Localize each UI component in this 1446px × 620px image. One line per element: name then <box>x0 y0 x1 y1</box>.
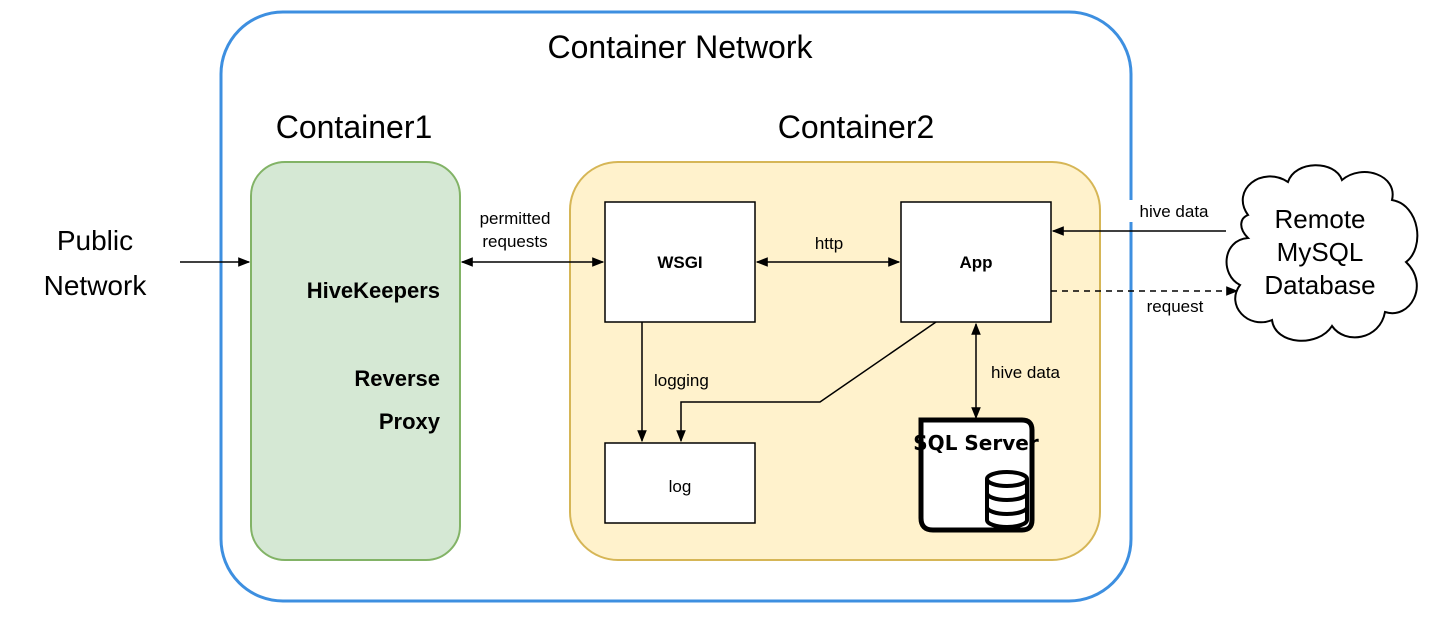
log-label: log <box>669 477 692 496</box>
remote-db-label-line3: Database <box>1264 270 1375 300</box>
wsgi-label: WSGI <box>657 253 702 272</box>
hivekeepers-label: HiveKeepers <box>307 278 440 303</box>
app-box <box>900 201 1052 323</box>
wsgi-box <box>604 201 756 323</box>
app-label: App <box>959 253 992 272</box>
reverse-proxy-label-line2: Proxy <box>379 409 441 434</box>
public-network-label-line2: Network <box>44 270 148 301</box>
database-icon <box>985 470 1029 529</box>
edge-label-hive-data-remote: hive data <box>1140 202 1210 221</box>
remote-db-label-line2: MySQL <box>1277 237 1364 267</box>
public-network-label-line1: Public <box>57 225 133 256</box>
edge-label-request: request <box>1147 297 1204 316</box>
container2-title: Container2 <box>778 109 935 145</box>
container1-title: Container1 <box>276 109 433 145</box>
reverse-proxy-label-line1: Reverse <box>354 366 440 391</box>
edge-label-bg <box>1136 296 1214 318</box>
edge-label-requests: requests <box>482 232 547 251</box>
edge-label-hive-data-sql: hive data <box>991 363 1061 382</box>
app-log-arrow <box>676 321 937 443</box>
container1-box <box>250 161 461 561</box>
edge-label-permitted: permitted <box>480 209 551 228</box>
container-network-title: Container Network <box>548 29 814 65</box>
edge-label-bg <box>1128 200 1220 222</box>
edge-label-http: http <box>815 234 843 253</box>
sql-server-icon: SQL Server <box>913 417 1039 533</box>
edge-label-logging: logging <box>654 371 709 390</box>
remote-database-cloud-icon: Remote MySQL Database <box>1225 164 1419 342</box>
sql-server-label: SQL Server <box>913 431 1039 455</box>
log-box <box>604 442 756 524</box>
remote-db-label-line1: Remote <box>1274 204 1365 234</box>
